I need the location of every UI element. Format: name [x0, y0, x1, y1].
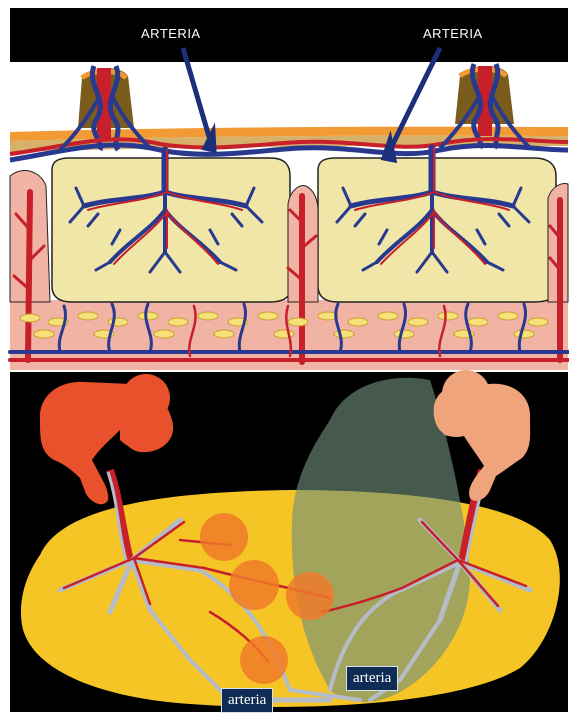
cotyledon-right [318, 158, 556, 302]
label-arteria-top-left: ARTERIA [141, 26, 201, 41]
label-arteria-top-right: ARTERIA [423, 26, 483, 41]
top-black-banner [10, 8, 568, 62]
top-panel [10, 8, 568, 370]
label-arteria-box-left: arteria [221, 688, 273, 713]
label-arteria-box-right: arteria [346, 666, 398, 691]
bottom-panel [10, 370, 568, 712]
cotyledon-left [52, 158, 290, 302]
